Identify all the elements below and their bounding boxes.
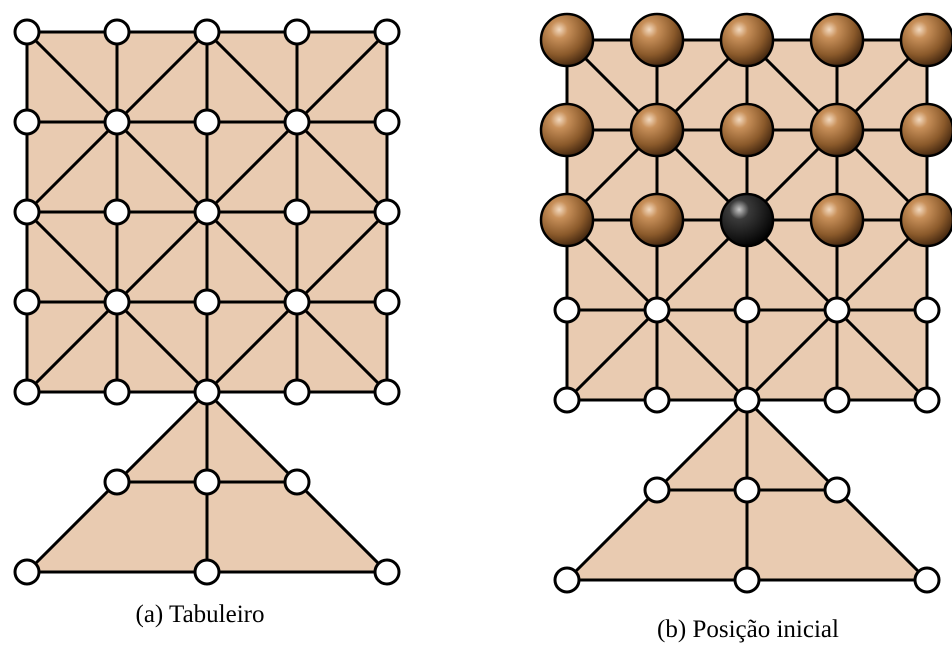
brown-piece xyxy=(719,102,775,158)
empty-point xyxy=(643,386,671,414)
empty-point xyxy=(103,108,131,136)
empty-point xyxy=(283,18,311,46)
empty-point xyxy=(373,198,401,226)
empty-point xyxy=(193,288,221,316)
caption-a: (a) Tabuleiro xyxy=(136,601,265,628)
empty-point xyxy=(13,558,41,586)
empty-point xyxy=(283,378,311,406)
empty-point xyxy=(13,378,41,406)
brown-piece xyxy=(539,102,595,158)
black-piece xyxy=(719,192,775,248)
caption-b: (b) Posição inicial xyxy=(657,616,839,643)
empty-point xyxy=(733,476,761,504)
empty-point xyxy=(283,108,311,136)
brown-piece xyxy=(539,12,595,68)
empty-point xyxy=(13,18,41,46)
empty-point xyxy=(913,566,941,594)
empty-point xyxy=(283,288,311,316)
empty-point xyxy=(193,198,221,226)
empty-point xyxy=(103,288,131,316)
empty-point xyxy=(553,566,581,594)
empty-point xyxy=(103,378,131,406)
empty-point xyxy=(823,296,851,324)
empty-point xyxy=(103,18,131,46)
empty-point xyxy=(553,296,581,324)
empty-point xyxy=(733,386,761,414)
empty-point xyxy=(373,108,401,136)
empty-point xyxy=(193,378,221,406)
brown-piece xyxy=(809,102,865,158)
empty-point xyxy=(373,18,401,46)
brown-piece xyxy=(719,12,775,68)
brown-piece xyxy=(629,12,685,68)
empty-point xyxy=(193,558,221,586)
board-b xyxy=(539,12,952,594)
empty-point xyxy=(103,198,131,226)
empty-point xyxy=(13,108,41,136)
empty-point xyxy=(553,386,581,414)
empty-point xyxy=(13,198,41,226)
empty-point xyxy=(283,198,311,226)
brown-piece xyxy=(809,12,865,68)
empty-point xyxy=(823,476,851,504)
empty-point xyxy=(733,566,761,594)
empty-point xyxy=(373,378,401,406)
empty-point xyxy=(283,468,311,496)
brown-piece xyxy=(629,102,685,158)
empty-point xyxy=(913,296,941,324)
empty-point xyxy=(193,108,221,136)
brown-piece xyxy=(899,192,952,248)
empty-point xyxy=(13,288,41,316)
brown-piece xyxy=(809,192,865,248)
brown-piece xyxy=(629,192,685,248)
empty-point xyxy=(643,296,671,324)
brown-piece xyxy=(899,102,952,158)
empty-point xyxy=(913,386,941,414)
empty-point xyxy=(103,468,131,496)
empty-point xyxy=(373,558,401,586)
empty-point xyxy=(373,288,401,316)
board-a xyxy=(13,18,401,586)
empty-point xyxy=(193,18,221,46)
empty-point xyxy=(643,476,671,504)
empty-point xyxy=(733,296,761,324)
empty-point xyxy=(823,386,851,414)
empty-point xyxy=(193,468,221,496)
brown-piece xyxy=(899,12,952,68)
brown-piece xyxy=(539,192,595,248)
